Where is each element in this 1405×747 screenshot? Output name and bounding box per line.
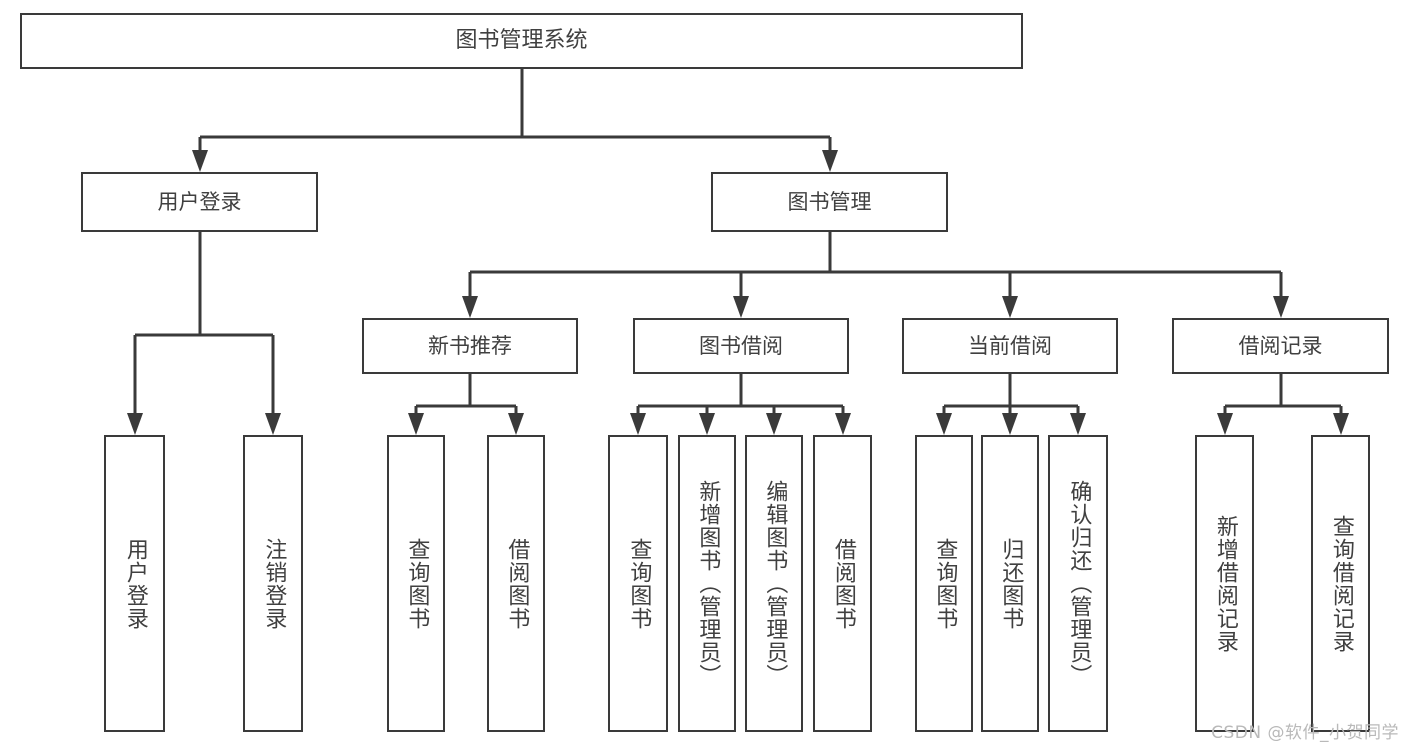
leaf-user-logout[interactable]: 注销登录 — [243, 435, 303, 732]
leaf-borrow-add-book-label: 新增图书（管理员） — [695, 480, 721, 687]
leaf-current-query-book[interactable]: 查询图书 — [915, 435, 973, 732]
leaf-user-login[interactable]: 用户登录 — [104, 435, 165, 732]
node-root[interactable]: 图书管理系统 — [20, 13, 1023, 69]
node-current-borrow-label: 当前借阅 — [968, 333, 1052, 358]
leaf-borrow-add-book[interactable]: 新增图书（管理员） — [678, 435, 736, 732]
leaf-records-query-record-label: 查询借阅记录 — [1328, 514, 1354, 653]
leaf-current-query-book-label: 查询图书 — [932, 537, 958, 630]
node-book-borrow-label: 图书借阅 — [699, 333, 783, 358]
leaf-borrow-borrow-book-label: 借阅图书 — [830, 537, 856, 630]
node-current-borrow[interactable]: 当前借阅 — [902, 318, 1118, 374]
node-user-login-label: 用户登录 — [157, 189, 242, 214]
leaf-newbook-query-book[interactable]: 查询图书 — [387, 435, 445, 732]
node-book-management[interactable]: 图书管理 — [711, 172, 948, 232]
leaf-records-query-record[interactable]: 查询借阅记录 — [1311, 435, 1370, 732]
leaf-borrow-borrow-book[interactable]: 借阅图书 — [813, 435, 872, 732]
leaf-user-login-label: 用户登录 — [122, 537, 148, 630]
leaf-newbook-borrow-book[interactable]: 借阅图书 — [487, 435, 545, 732]
leaf-records-add-record-label: 新增借阅记录 — [1212, 514, 1238, 653]
leaf-newbook-borrow-book-label: 借阅图书 — [504, 537, 530, 630]
leaf-current-confirm-return-label: 确认归还（管理员） — [1066, 480, 1092, 687]
watermark-text: CSDN @软件_小贺同学 — [1211, 723, 1399, 743]
leaf-records-add-record[interactable]: 新增借阅记录 — [1195, 435, 1254, 732]
node-user-login[interactable]: 用户登录 — [81, 172, 318, 232]
node-root-label: 图书管理系统 — [455, 28, 588, 54]
node-book-management-label: 图书管理 — [787, 189, 872, 214]
leaf-current-confirm-return[interactable]: 确认归还（管理员） — [1048, 435, 1108, 732]
node-borrow-records-label: 借阅记录 — [1238, 333, 1323, 358]
leaf-borrow-query-book[interactable]: 查询图书 — [608, 435, 668, 732]
node-book-borrow[interactable]: 图书借阅 — [633, 318, 849, 374]
leaf-borrow-edit-book[interactable]: 编辑图书（管理员） — [745, 435, 803, 732]
node-new-book-recommend-label: 新书推荐 — [428, 333, 512, 358]
leaf-borrow-query-book-label: 查询图书 — [626, 537, 652, 630]
leaf-borrow-edit-book-label: 编辑图书（管理员） — [762, 480, 788, 687]
leaf-current-return-book-label: 归还图书 — [998, 537, 1024, 630]
leaf-user-logout-label: 注销登录 — [261, 537, 287, 630]
node-borrow-records[interactable]: 借阅记录 — [1172, 318, 1389, 374]
node-new-book-recommend[interactable]: 新书推荐 — [362, 318, 578, 374]
leaf-current-return-book[interactable]: 归还图书 — [981, 435, 1039, 732]
leaf-newbook-query-book-label: 查询图书 — [404, 537, 430, 630]
